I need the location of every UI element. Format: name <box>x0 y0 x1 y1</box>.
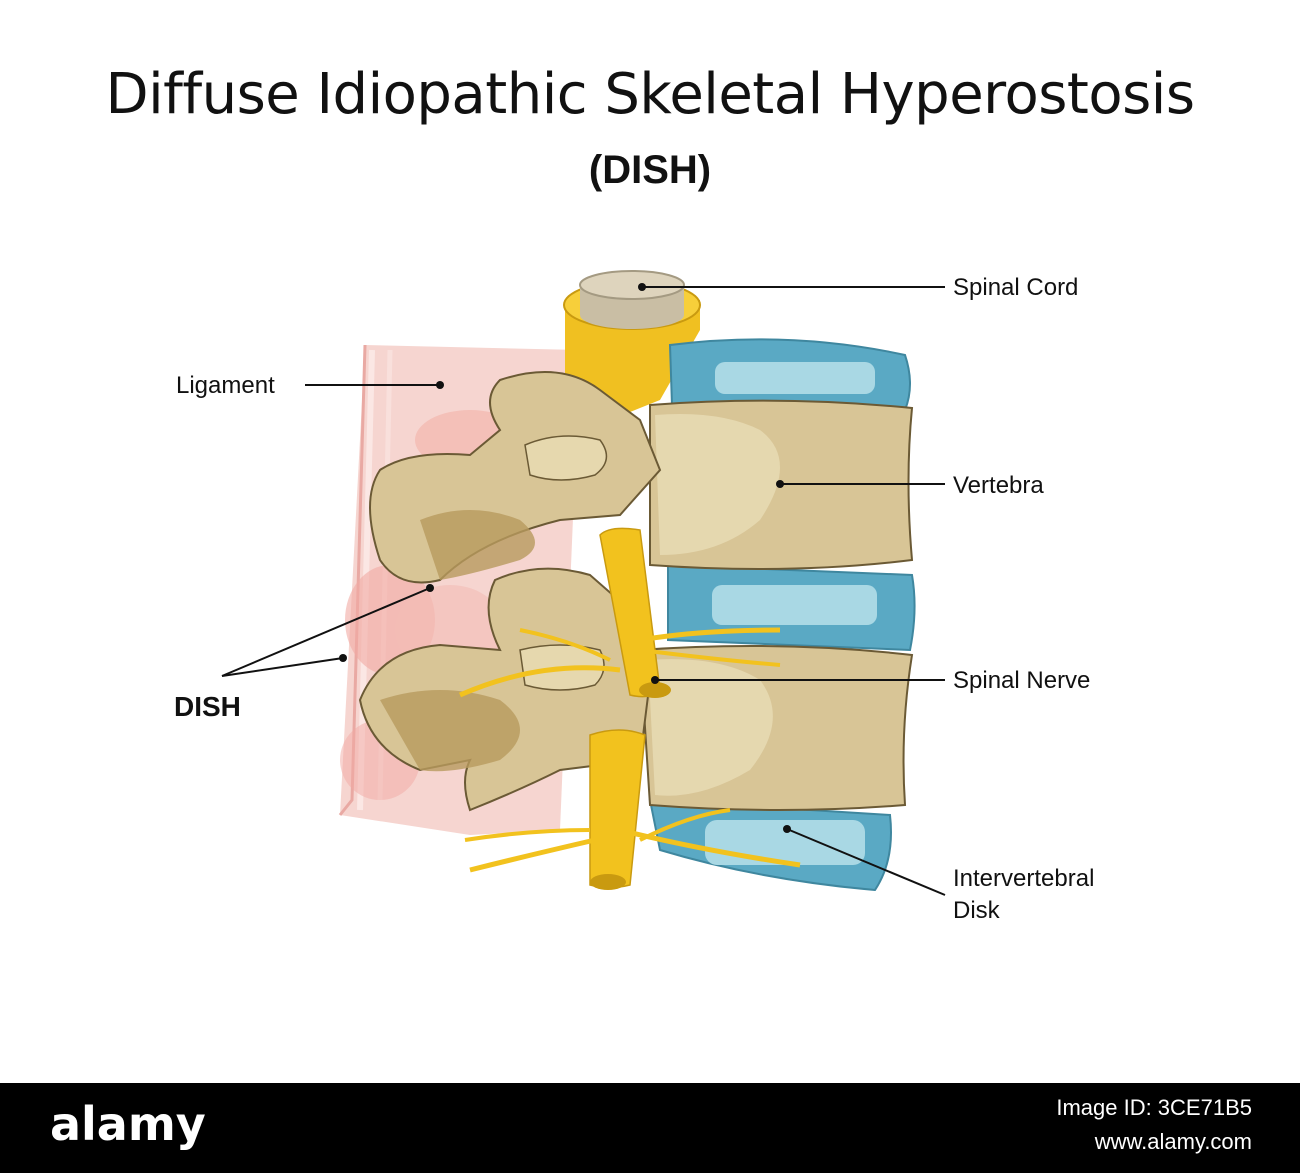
leader-lines <box>221 286 946 896</box>
brand-logo: alamy <box>50 1097 206 1151</box>
footer-bar: alamy Image ID: 3CE71B5 www.alamy.com <box>0 1083 1300 1173</box>
spinal-cord-shape <box>563 270 701 420</box>
site-url: www.alamy.com <box>1094 1129 1252 1154</box>
diagram-subtitle: (DISH) <box>588 148 712 192</box>
lower-vertebra <box>358 567 914 812</box>
dish-label: DISH <box>174 691 241 722</box>
intervertebral-label-line2: Disk <box>953 897 1001 924</box>
spinal-nerve-label: Spinal Nerve <box>953 667 1090 694</box>
diagram-title: Diffuse Idiopathic Skeletal Hyperostosis <box>105 62 1195 127</box>
dish-leader-1 <box>221 587 431 677</box>
image-id-text: Image ID: 3CE71B5 <box>1056 1095 1252 1120</box>
dish-leader-2 <box>221 657 344 677</box>
leader-dots <box>339 283 791 833</box>
ligament-label: Ligament <box>176 372 275 399</box>
spinal-cord-label: Spinal Cord <box>953 274 1078 301</box>
intervertebral-label-line1: Intervertebral <box>953 865 1094 892</box>
spine-diagram: Spinal Cord Ligament Vertebra Spinal Ner… <box>174 270 1094 924</box>
disk-leader <box>786 828 946 896</box>
vertebra-label: Vertebra <box>953 472 1044 499</box>
spinal-nerves <box>458 527 801 890</box>
